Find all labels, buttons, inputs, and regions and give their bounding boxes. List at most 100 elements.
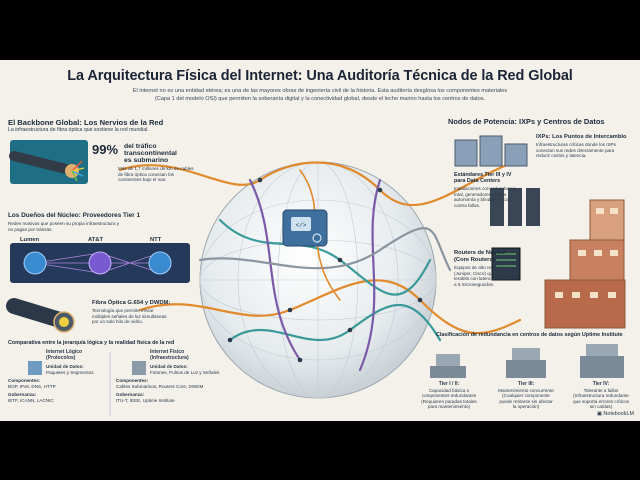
- tier-3-line-2: (Cualquier componente: [502, 393, 550, 399]
- ixp-servers-illustration: [454, 135, 528, 167]
- physical-row-1-label: Unidad de Datos:: [150, 364, 188, 369]
- physical-row-2-value: Cables Submarinos, Routers Core, DWDM: [116, 383, 204, 389]
- tier-4-line-1: Tolerante a fallos: [583, 387, 619, 393]
- logical-title-line-1: Internet Lógico: [46, 349, 83, 355]
- backbone-heading: El Backbone Global: Los Nervios de la Re…: [8, 118, 164, 127]
- router-description-line-2: (Juniper, Cisco) que procesan: [454, 270, 516, 276]
- tier-3-line-3: puede retirarse sin afectar: [499, 398, 553, 404]
- code-chip-icon: </>: [282, 209, 328, 247]
- router-description-line-3: terabits con latencias menores: [454, 276, 517, 282]
- tier-racks-illustration: [490, 188, 540, 226]
- router-title: Routers de Núcleo (Core Routers): [454, 250, 505, 264]
- router-title-line-2: (Core Routers): [454, 256, 495, 263]
- tier-1-2-line-3: (Requieren paradas totales: [421, 398, 477, 404]
- tier-standards-title-line-2: para Data Centers: [454, 178, 501, 185]
- ixp-description-line-2: conectan sus redes directamente para: [536, 147, 615, 153]
- subtitle-line-2: (Capa 1 del modelo OSI) que permiten la …: [154, 95, 486, 102]
- tier-standards-line-4: contra fallos.: [454, 202, 481, 208]
- tier-standards-title: Estándares Tier III y IV para Data Cente…: [454, 172, 511, 185]
- tier-3-line-1: Mantenimiento concurrente: [498, 387, 554, 393]
- svg-text:</>: </>: [296, 222, 307, 229]
- tier1-description-line-2: no pagan por tránsito.: [8, 226, 53, 232]
- tier-1-2-line-4: para mantenimiento): [427, 404, 471, 410]
- nodes-heading: Nodos de Potencia: IXPs y Centros de Dat…: [448, 117, 605, 126]
- tier1-heading: Los Dueños del Núcleo: Proveedores Tier …: [8, 212, 140, 219]
- tier-standards-line-1: Instalaciones con redundancia: [454, 186, 517, 191]
- page-subtitle: El internet no es una entidad etérea; es…: [95, 88, 545, 103]
- page-title: La Arquitectura Física del Internet: Una…: [67, 68, 573, 84]
- tier-4-icon: [580, 344, 624, 378]
- tier-1-2-title: Tier I / II:: [438, 381, 460, 387]
- fiber-optic-illustration: [6, 298, 75, 333]
- tier-1-2-line-1: Capacidad básica o: [428, 387, 470, 393]
- logical-row-2-label: Componentes:: [8, 378, 41, 384]
- subtitle-line-1: El internet no es una entidad etérea; es…: [132, 88, 508, 94]
- physical-title-line-1: Internet Físico: [150, 349, 185, 355]
- tier-standards-line-3: autonomía y blindaje físico: [454, 197, 509, 203]
- logical-row-3-value: IETF, ICANN, LACNIC: [8, 397, 54, 403]
- stat-description-line-1: Más de 1,7 millones de km de cables: [118, 166, 194, 171]
- notebooklm-logo: ▣ NotebookLM: [597, 411, 634, 417]
- ixp-title: IXPs: Los Puntos de Intercambio: [536, 134, 627, 140]
- tier-3-title: Tier III:: [517, 381, 535, 387]
- ixp-description: Infraestructuras críticas donde los ISPs…: [536, 142, 616, 159]
- router-description-line-1: Equipos de alto rendimiento: [454, 265, 511, 270]
- provider-att: AT&T: [88, 237, 104, 243]
- physical-details: Unidad de Datos: Fotones, Pulsos de Luz …: [116, 364, 219, 404]
- logical-details: Unidad de Datos: Paquetes y Segmentos Co…: [8, 364, 94, 404]
- physical-row-3-label: Gobernanza:: [116, 392, 145, 398]
- cable-nodes: [227, 177, 423, 363]
- router-description: Equipos de alto rendimiento (Juniper, Ci…: [454, 265, 516, 287]
- logical-row-1-label: Unidad de Datos:: [46, 364, 84, 369]
- physical-network-icon: [132, 361, 146, 375]
- physical-row-1-value: Fotones, Pulsos de Luz y Señales: [150, 369, 220, 375]
- tier-1-2-icon: [430, 354, 466, 378]
- tier-4-line-2: (Infraestructura redundante: [573, 393, 629, 399]
- fiber-description-line-3: por un solo hilo de vidrio.: [92, 319, 144, 325]
- stat-label-line-3: es submarino: [124, 157, 169, 165]
- stat-value: 99%: [92, 142, 119, 157]
- tier-1-2-card: Tier I / II: Capacidad básica o componen…: [420, 381, 478, 410]
- logical-title-line-2: (Protocolos): [46, 354, 76, 361]
- globe-illustration: </>: [6, 135, 626, 416]
- tier-1-2-line-2: componentes redundantes: [421, 393, 477, 399]
- logical-network-icon: [28, 361, 42, 375]
- fiber-description-line-2: múltiples señales de luz simultáneas: [92, 313, 167, 319]
- ixp-description-line-1: Infraestructuras críticas donde los ISPs: [536, 142, 616, 147]
- ixp-description-line-3: reducir costos y latencia.: [536, 153, 587, 159]
- provider-ntt: NTT: [150, 237, 162, 243]
- tier-standards-title-line-1: Estándares Tier III y IV: [454, 172, 512, 178]
- notebooklm-label: NotebookLM: [603, 411, 634, 417]
- uptime-heading: Clasificación de redundancia en centros …: [436, 332, 623, 338]
- stat-label: del tráfico transcontinental es submarin…: [124, 143, 177, 165]
- stat-description: Más de 1,7 millones de km de cables de f…: [118, 166, 194, 183]
- router-title-line-1: Routers de Núcleo: [454, 250, 506, 256]
- logical-row-3-label: Gobernanza:: [8, 392, 37, 398]
- stat-label-line-2: transcontinental: [124, 150, 177, 158]
- submarine-cable-illustration: [9, 140, 88, 184]
- provider-lumen: Lumen: [20, 237, 40, 243]
- tier-3-icon: [506, 348, 546, 378]
- fiber-description: Tecnología que permite enviar múltiples …: [92, 308, 167, 325]
- tier-4-line-4: sin caídas): [589, 404, 613, 410]
- fiber-heading: Fibra Óptica G.654 y DWDM:: [92, 300, 171, 306]
- stat-description-line-2: de fibra óptica conectan los: [118, 171, 174, 177]
- physical-title: Internet Físico (Infraestructura): [150, 349, 189, 361]
- tier-4-title: Tier IV:: [592, 381, 610, 387]
- globe-grid: [199, 161, 437, 399]
- infographic-slide: </>: [0, 60, 640, 421]
- stat-label-line-1: del tráfico: [124, 143, 157, 150]
- tier-4-card: Tier IV: Tolerante a fallos (Infraestruc…: [566, 381, 636, 410]
- tier-3-card: Tier III: Mantenimiento concurrente (Cua…: [492, 381, 560, 410]
- fiber-description-line-1: Tecnología que permite enviar: [92, 308, 154, 313]
- tier-4-line-3: que soporta errores críticos: [573, 398, 629, 404]
- router-description-line-4: a 5 microsegundos.: [454, 281, 495, 287]
- logical-row-2-value: BGP, IPv6, DNS, HTTP: [8, 383, 56, 389]
- physical-title-line-2: (Infraestructura): [150, 354, 189, 361]
- tier-standards-description: Instalaciones con redundancia total, gen…: [454, 186, 516, 208]
- backbone-subheading: La infraestructura de fibra óptica que s…: [8, 127, 149, 133]
- tier-3-line-4: la operación): [512, 404, 540, 410]
- tier1-description: Redes masivas que poseen su propia infra…: [8, 221, 119, 232]
- logical-title: Internet Lógico (Protocolos): [46, 349, 83, 361]
- logical-row-1-value: Paquetes y Segmentos: [46, 369, 94, 375]
